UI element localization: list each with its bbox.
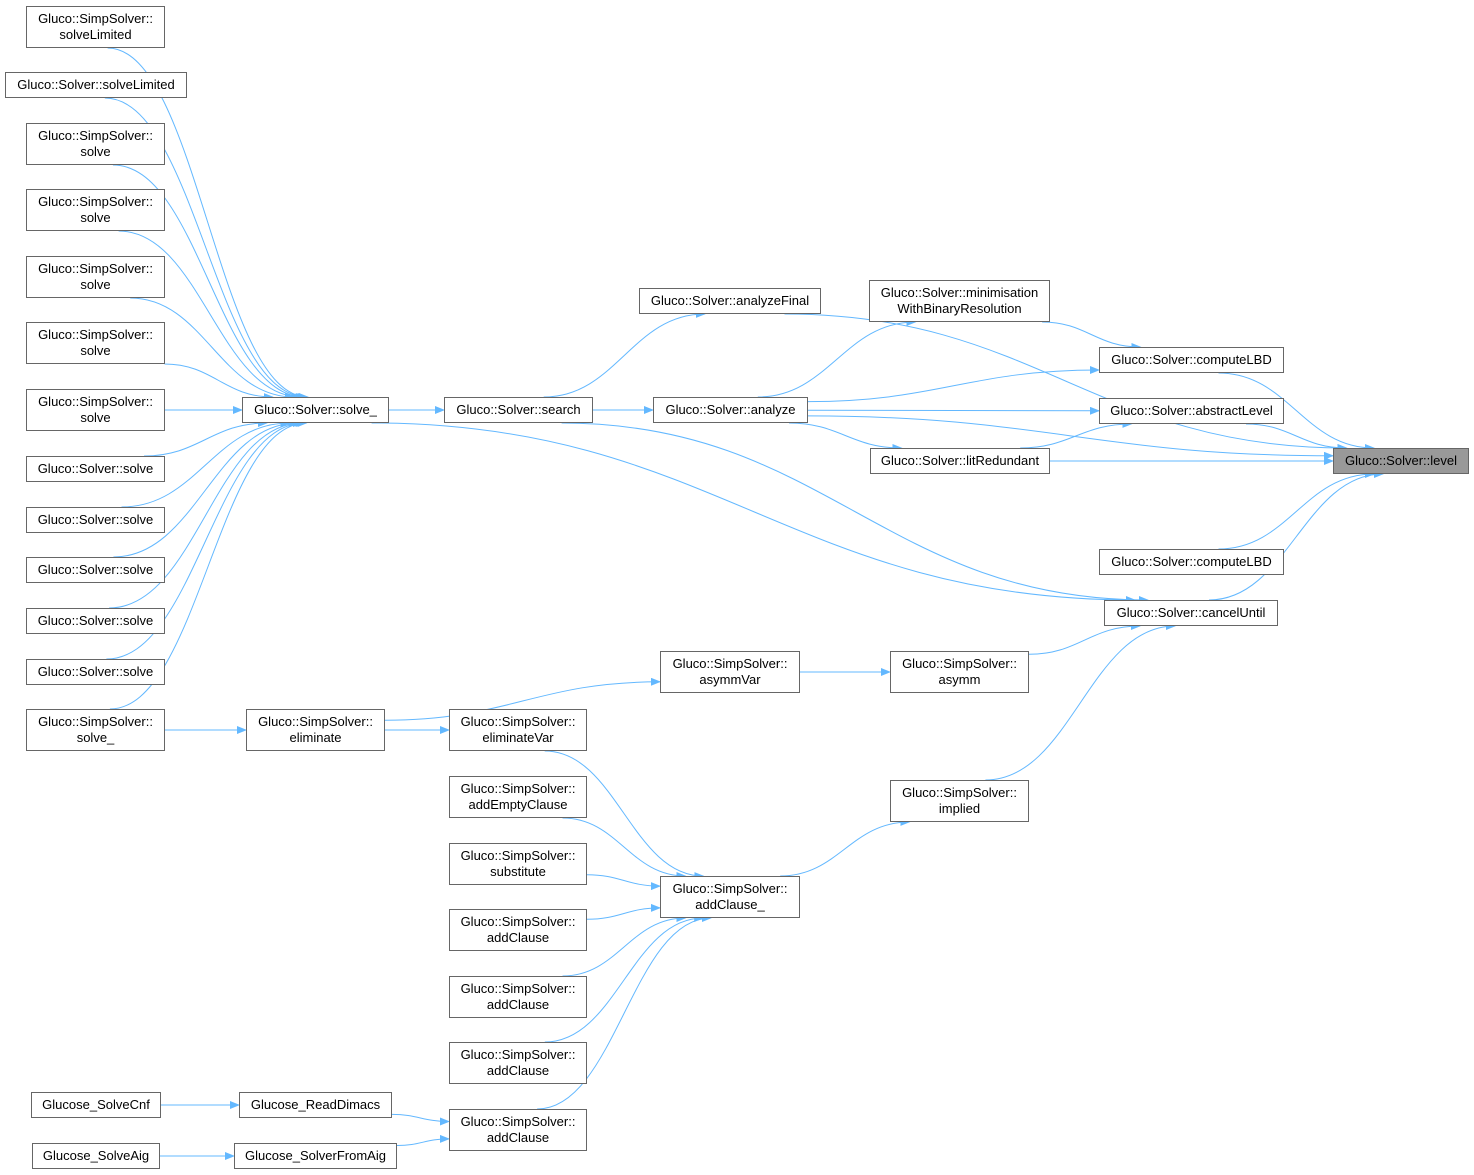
edge-computeLBD1-to-level — [1218, 372, 1375, 452]
edge-implied-to-cancelUntil — [985, 622, 1176, 781]
node-s_solve2[interactable]: Gluco::Solver::solve — [26, 507, 165, 533]
node-solverFromAig[interactable]: Glucose_SolverFromAig — [234, 1143, 397, 1169]
edge-computeLBD2-to-level — [1218, 470, 1375, 550]
edge-analyze-to-litRedundant — [788, 422, 903, 452]
node-s_solve4[interactable]: Gluco::Solver::solve — [26, 608, 165, 634]
edge-addClause2-to-addClause_ — [562, 914, 687, 977]
node-search[interactable]: Gluco::Solver::search — [444, 397, 593, 423]
edge-addClause_-to-implied — [780, 818, 911, 877]
edge-cancelUntil-to-level — [1208, 470, 1384, 601]
edge-addClause4-to-addClause_ — [537, 914, 712, 1110]
node-s_solve3[interactable]: Gluco::Solver::solve — [26, 557, 165, 583]
node-solveCnf[interactable]: Glucose_SolveCnf — [31, 1092, 161, 1118]
node-eliminate[interactable]: Gluco::SimpSolver:: eliminate — [246, 709, 385, 751]
node-ss_solve_[interactable]: Gluco::SimpSolver:: solve_ — [26, 709, 165, 751]
edge-ss_solve1-to-solve_main — [112, 164, 306, 401]
node-level[interactable]: Gluco::Solver::level — [1333, 448, 1469, 474]
edge-ss_solve3-to-solve_main — [130, 297, 295, 401]
node-ss_solve2[interactable]: Gluco::SimpSolver:: solve — [26, 189, 165, 231]
node-computeLBD2[interactable]: Gluco::Solver::computeLBD — [1099, 549, 1284, 575]
node-s_solveLimited[interactable]: Gluco::Solver::solveLimited — [5, 72, 187, 98]
edge-search-to-analyzeFinal — [543, 310, 706, 398]
node-asymm[interactable]: Gluco::SimpSolver:: asymm — [890, 651, 1029, 693]
edge-s_solve5-to-solve_main — [106, 419, 306, 660]
edge-analyze-to-level — [807, 415, 1334, 460]
edge-s_solveLimited-to-solve_main — [104, 97, 308, 401]
edge-s_solve1-to-solve_main — [143, 419, 268, 457]
node-ss_solve1[interactable]: Gluco::SimpSolver:: solve — [26, 123, 165, 165]
edge-ss_solveLimited-to-solve_main — [107, 47, 309, 401]
edge-substitute-to-addClause_ — [586, 874, 661, 891]
edge-readDimacs-to-addClause4 — [391, 1113, 450, 1126]
edge-addEmptyClause-to-addClause_ — [562, 817, 687, 880]
edge-s_solve2-to-solve_main — [121, 419, 291, 508]
edge-minimisation-to-computeLBD1 — [1042, 321, 1142, 351]
edge-ss_solve2-to-solve_main — [118, 230, 303, 401]
edge-search-to-cancelUntil — [561, 422, 1149, 604]
edge-eliminate-to-asymmVar — [384, 677, 661, 721]
edge-ss_solve4-to-solve_main — [164, 363, 274, 401]
node-analyze[interactable]: Gluco::Solver::analyze — [653, 397, 808, 423]
edge-s_solve3-to-solve_main — [113, 419, 299, 558]
node-readDimacs[interactable]: Glucose_ReadDimacs — [239, 1092, 392, 1118]
node-addClause_[interactable]: Gluco::SimpSolver:: addClause_ — [660, 876, 800, 918]
node-ss_solve5[interactable]: Gluco::SimpSolver:: solve — [26, 389, 165, 431]
edge-analyzeFinal-to-level — [784, 313, 1348, 452]
edge-s_solve4-to-solve_main — [109, 419, 303, 609]
node-s_solve1[interactable]: Gluco::Solver::solve — [26, 456, 165, 482]
node-addClause4[interactable]: Gluco::SimpSolver:: addClause — [449, 1109, 587, 1151]
node-substitute[interactable]: Gluco::SimpSolver:: substitute — [449, 843, 587, 885]
node-asymmVar[interactable]: Gluco::SimpSolver:: asymmVar — [660, 651, 800, 693]
node-eliminateVar[interactable]: Gluco::SimpSolver:: eliminateVar — [449, 709, 587, 751]
node-abstractLevel[interactable]: Gluco::Solver::abstractLevel — [1099, 398, 1284, 424]
node-solveAig[interactable]: Glucose_SolveAig — [32, 1143, 160, 1169]
edge-solverFromAig-to-addClause4 — [396, 1134, 450, 1146]
edge-analyze-to-minimisation — [757, 318, 917, 398]
node-ss_solveLimited[interactable]: Gluco::SimpSolver:: solveLimited — [26, 6, 165, 48]
node-implied[interactable]: Gluco::SimpSolver:: implied — [890, 780, 1029, 822]
edge-abstractLevel-to-level — [1245, 423, 1348, 452]
node-addClause3[interactable]: Gluco::SimpSolver:: addClause — [449, 1042, 587, 1084]
node-s_solve5[interactable]: Gluco::Solver::solve — [26, 659, 165, 685]
edge-eliminateVar-to-addClause_ — [544, 750, 705, 880]
node-cancelUntil[interactable]: Gluco::Solver::cancelUntil — [1104, 600, 1278, 626]
edge-analyze-to-computeLBD1 — [807, 366, 1100, 403]
edge-solve_main-to-cancelUntil — [371, 422, 1136, 604]
node-minimisation[interactable]: Gluco::Solver::minimisation WithBinaryRe… — [869, 280, 1050, 322]
edge-addClause1-to-addClause_ — [586, 903, 661, 920]
edge-litRedundant-to-abstractLevel — [1020, 420, 1133, 449]
node-solve_main[interactable]: Gluco::Solver::solve_ — [242, 397, 389, 423]
edge-addClause3-to-addClause_ — [544, 914, 705, 1043]
node-computeLBD1[interactable]: Gluco::Solver::computeLBD — [1099, 347, 1284, 373]
node-ss_solve4[interactable]: Gluco::SimpSolver:: solve — [26, 322, 165, 364]
node-ss_solve3[interactable]: Gluco::SimpSolver:: solve — [26, 256, 165, 298]
node-addClause2[interactable]: Gluco::SimpSolver:: addClause — [449, 976, 587, 1018]
node-addClause1[interactable]: Gluco::SimpSolver:: addClause — [449, 909, 587, 951]
edge-asymm-to-cancelUntil — [1028, 622, 1141, 655]
node-litRedundant[interactable]: Gluco::Solver::litRedundant — [870, 448, 1050, 474]
node-analyzeFinal[interactable]: Gluco::Solver::analyzeFinal — [639, 288, 821, 314]
edge-analyze-to-abstractLevel — [807, 406, 1100, 415]
node-addEmptyClause[interactable]: Gluco::SimpSolver:: addEmptyClause — [449, 776, 587, 818]
edge-ss_solve_-to-solve_main — [109, 419, 308, 710]
